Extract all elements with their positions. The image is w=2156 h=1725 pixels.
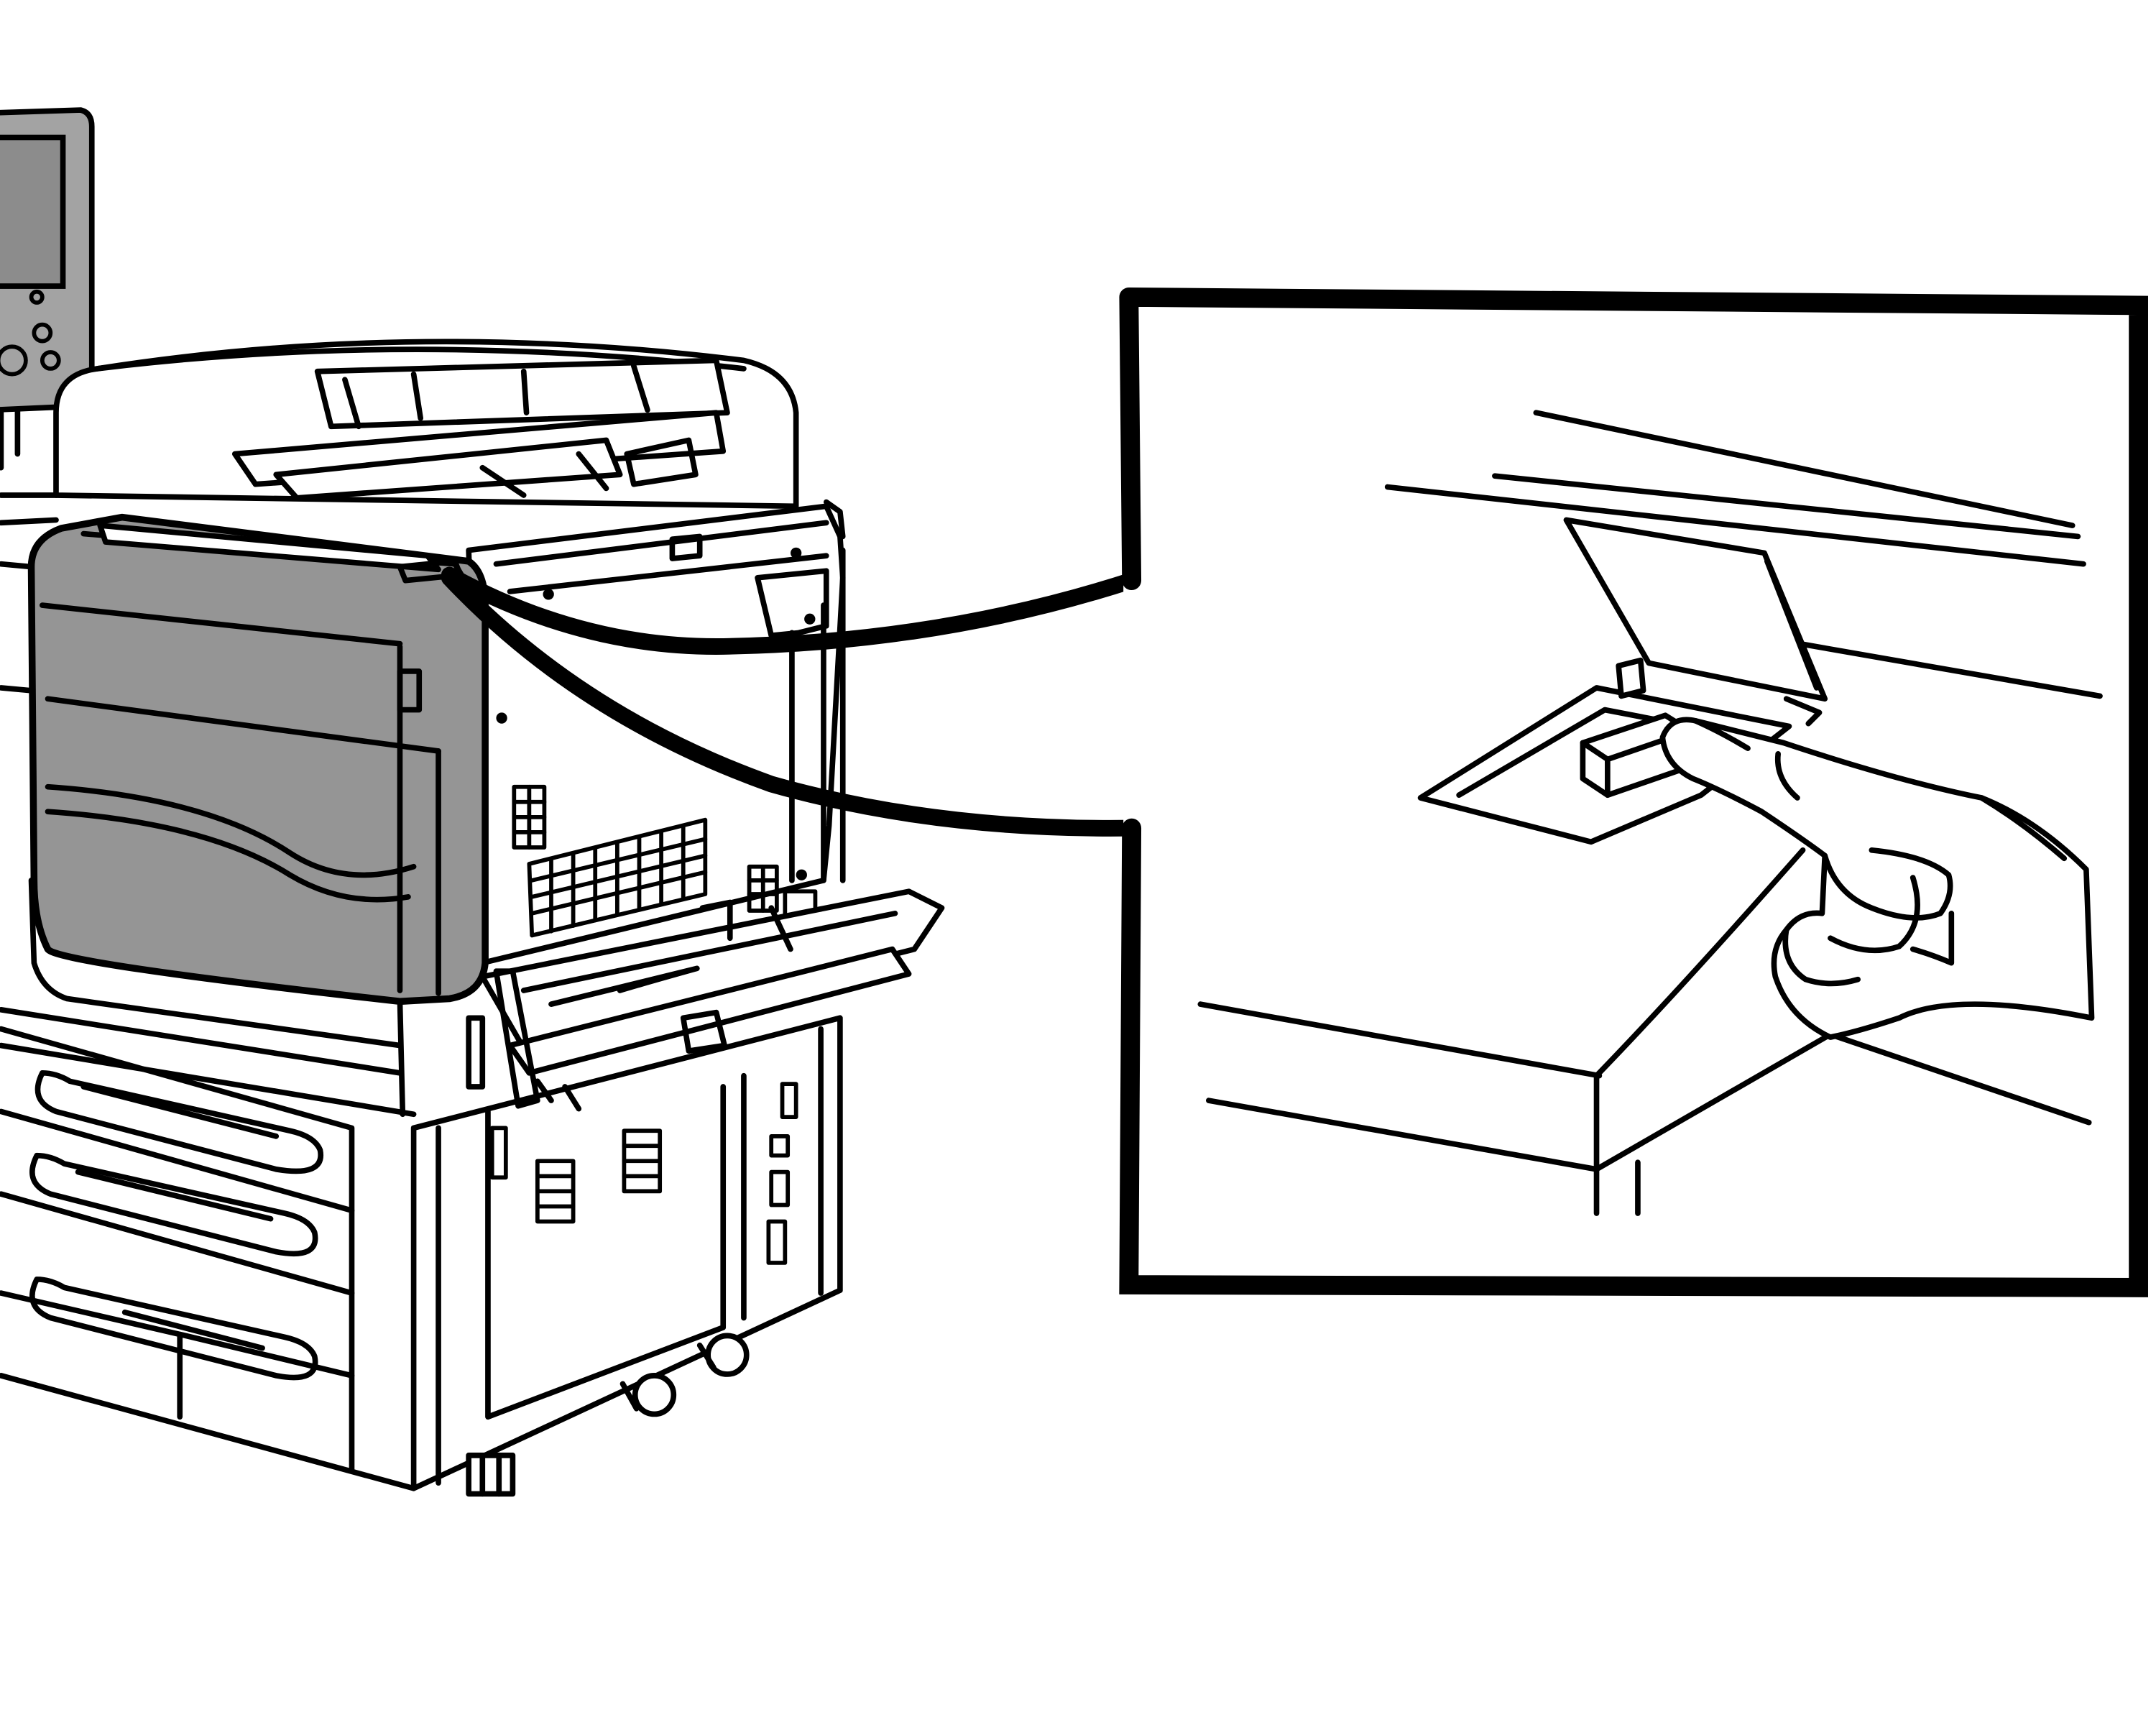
paper-trays [0, 1026, 417, 1491]
vent-grille [512, 784, 818, 938]
callout-leader-lines [441, 566, 1141, 837]
casters [466, 1333, 750, 1497]
hand [1659, 717, 2095, 1040]
detail-inset [1119, 288, 2148, 1297]
printer [0, 107, 945, 1497]
bypass-tray [466, 888, 945, 1112]
front-door [27, 513, 489, 1006]
document-feeder [0, 339, 799, 526]
machine-frame [0, 561, 417, 1118]
lower-cabinet [410, 1015, 843, 1491]
